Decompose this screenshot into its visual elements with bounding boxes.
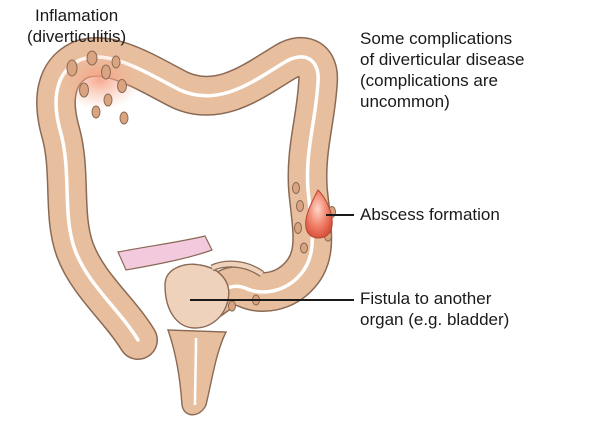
fistula-label: Fistula to another organ (e.g. bladder) <box>360 288 509 330</box>
inflammation-area <box>58 50 142 110</box>
inflammation-label-line2: (diverticulitis) <box>27 27 127 46</box>
inflammation-label-line1: Inflamation <box>35 6 119 25</box>
inflammation-label: Inflamation (diverticulitis) <box>27 5 126 47</box>
abscess <box>305 189 333 239</box>
bladder <box>164 260 265 329</box>
complications-line4: uncommon) <box>360 92 450 111</box>
complications-line3: (complications are <box>360 71 498 90</box>
fistula-label-line1: Fistula to another <box>360 289 492 308</box>
complications-line2: of diverticular disease <box>360 50 525 69</box>
fistula-label-line2: organ (e.g. bladder) <box>360 310 510 329</box>
diverticula-inflamed <box>66 50 129 125</box>
complications-heading: Some complications of diverticular disea… <box>360 28 524 112</box>
small-intestine-loop <box>117 235 213 271</box>
abscess-label: Abscess formation <box>360 204 500 225</box>
colon <box>36 36 339 360</box>
rectum <box>167 329 228 416</box>
abscess-label-text: Abscess formation <box>360 205 500 224</box>
complications-line1: Some complications <box>360 29 513 48</box>
